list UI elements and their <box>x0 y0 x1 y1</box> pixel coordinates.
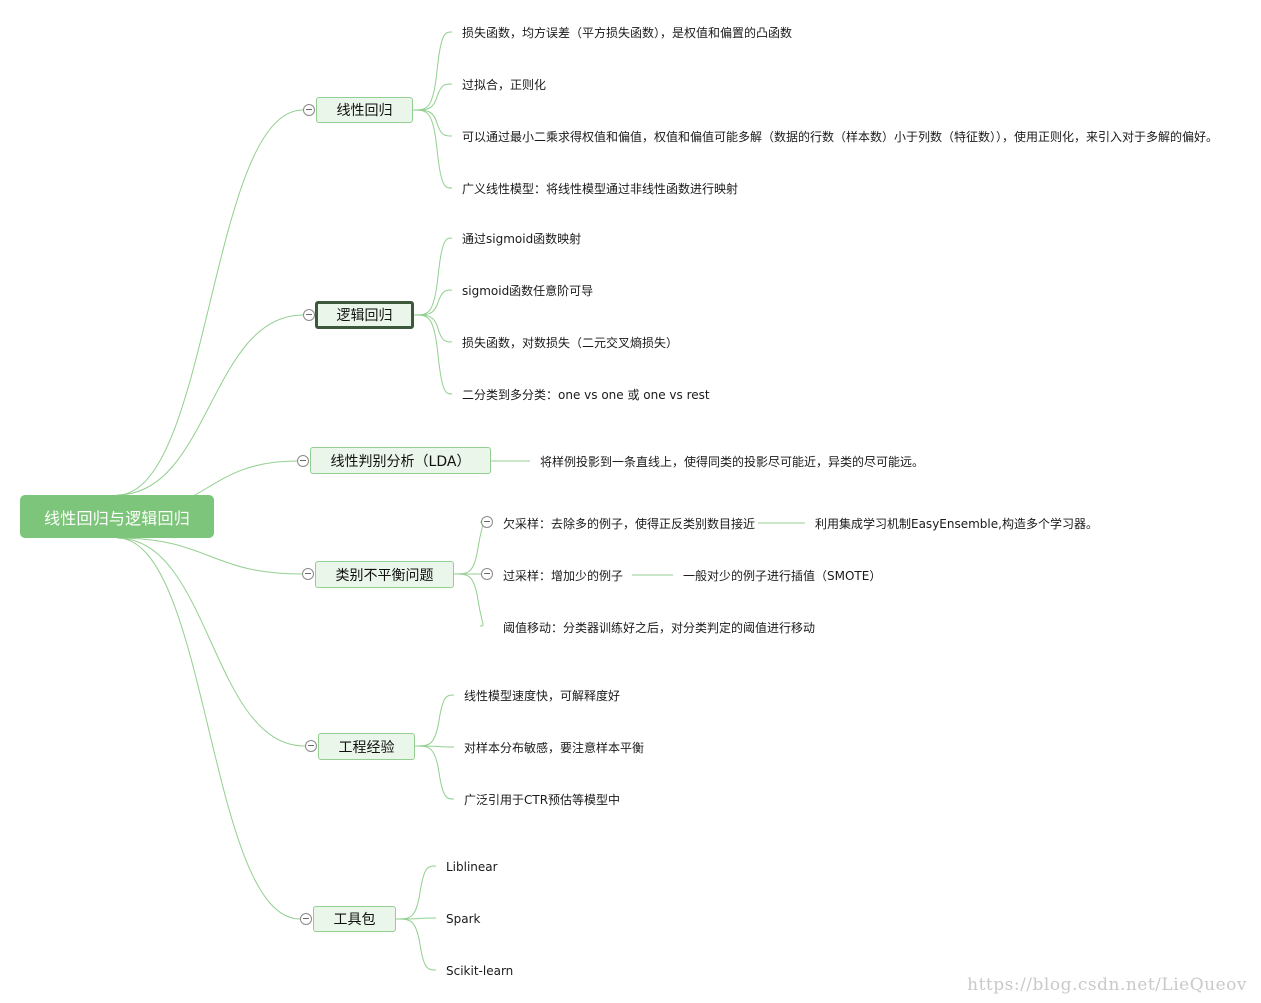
connector-curve <box>395 918 437 971</box>
leaf-logistic-derivative[interactable]: sigmoid函数任意阶可导 <box>462 284 594 298</box>
connector-curve <box>414 694 455 747</box>
leaf-engineering-sensitive[interactable]: 对样本分布敏感，要注意样本平衡 <box>464 741 645 755</box>
leaf-engineering-ctr[interactable]: 广泛引用于CTR预估等模型中 <box>464 793 621 807</box>
connector-curve <box>413 314 453 395</box>
connector-curve <box>413 289 453 316</box>
branch-logistic-regression[interactable]: 逻辑回归 <box>315 301 414 329</box>
leaf-engineering-fast[interactable]: 线性模型速度快，可解释度好 <box>464 689 621 703</box>
connector-curve <box>395 865 437 920</box>
collapse-icon[interactable] <box>303 104 315 116</box>
branch-engineering-experience[interactable]: 工程经验 <box>318 733 415 760</box>
leaf-toolkit-liblinear[interactable]: Liblinear <box>446 860 498 874</box>
collapse-icon[interactable] <box>303 309 315 321</box>
leaf-linear-overfit[interactable]: 过拟合，正则化 <box>462 78 547 92</box>
leaf-toolkit-scikit-learn[interactable]: Scikit-learn <box>446 964 514 978</box>
leaf-toolkit-spark[interactable]: Spark <box>446 912 481 926</box>
root-node[interactable]: 线性回归与逻辑回归 <box>20 495 214 538</box>
collapse-icon[interactable] <box>300 913 312 925</box>
connector-curve <box>453 521 484 575</box>
watermark: https://blog.csdn.net/LieQueov <box>967 975 1247 995</box>
connector-curve <box>116 537 306 747</box>
leaf-logistic-multiclass[interactable]: 二分类到多分类：one vs one 或 one vs rest <box>462 388 710 402</box>
branch-toolkits[interactable]: 工具包 <box>313 906 396 932</box>
leaf-oversampling[interactable]: 过采样：增加少的例子 <box>503 569 624 583</box>
leaf-linear-least-squares[interactable]: 可以通过最小二乘求得权值和偏值，权值和偏值可能多解（数据的行数（样本数）小于列数… <box>462 130 1219 144</box>
branch-linear-regression[interactable]: 线性回归 <box>316 97 413 123</box>
connector-curve <box>453 573 484 627</box>
connector-curve <box>116 537 301 920</box>
collapse-icon[interactable] <box>481 568 493 580</box>
connector-curve <box>116 314 304 496</box>
leaf-logistic-loss[interactable]: 损失函数，对数损失（二元交叉熵损失） <box>462 336 679 350</box>
leaf-threshold-moving[interactable]: 阈值移动：分类器训练好之后，对分类判定的阈值进行移动 <box>503 621 816 635</box>
leaf-logistic-sigmoid[interactable]: 通过sigmoid函数映射 <box>462 232 582 246</box>
connector-curve <box>413 237 453 316</box>
connector-curve <box>412 109 453 189</box>
collapse-icon[interactable] <box>481 516 493 528</box>
connector-curve <box>414 745 455 748</box>
connector-curve <box>412 83 453 111</box>
collapse-icon[interactable] <box>297 455 309 467</box>
connector-curve <box>116 537 303 575</box>
collapse-icon[interactable] <box>305 740 317 752</box>
leaf-linear-glm[interactable]: 广义线性模型：将线性模型通过非线性函数进行映射 <box>462 182 739 196</box>
connector-curve <box>116 109 304 496</box>
leaf-linear-loss[interactable]: 损失函数，均方误差（平方损失函数），是权值和偏置的凸函数 <box>462 26 793 40</box>
connector-curve <box>414 745 455 800</box>
connector-curve <box>412 109 453 137</box>
leaf-undersampling[interactable]: 欠采样：去除多的例子，使得正反类别数目接近 <box>503 517 756 531</box>
connector-curve <box>395 917 437 920</box>
connector-curve <box>413 314 453 343</box>
leaf-smote[interactable]: 一般对少的例子进行插值（SMOTE） <box>683 569 882 583</box>
branch-class-imbalance[interactable]: 类别不平衡问题 <box>315 561 454 588</box>
leaf-lda-projection[interactable]: 将样例投影到一条直线上，使得同类的投影尽可能近，异类的尽可能远。 <box>540 455 925 469</box>
branch-lda[interactable]: 线性判别分析（LDA） <box>310 447 491 474</box>
leaf-easyensemble[interactable]: 利用集成学习机制EasyEnsemble,构造多个学习器。 <box>815 517 1098 531</box>
connector-curve <box>412 31 453 111</box>
collapse-icon[interactable] <box>302 568 314 580</box>
